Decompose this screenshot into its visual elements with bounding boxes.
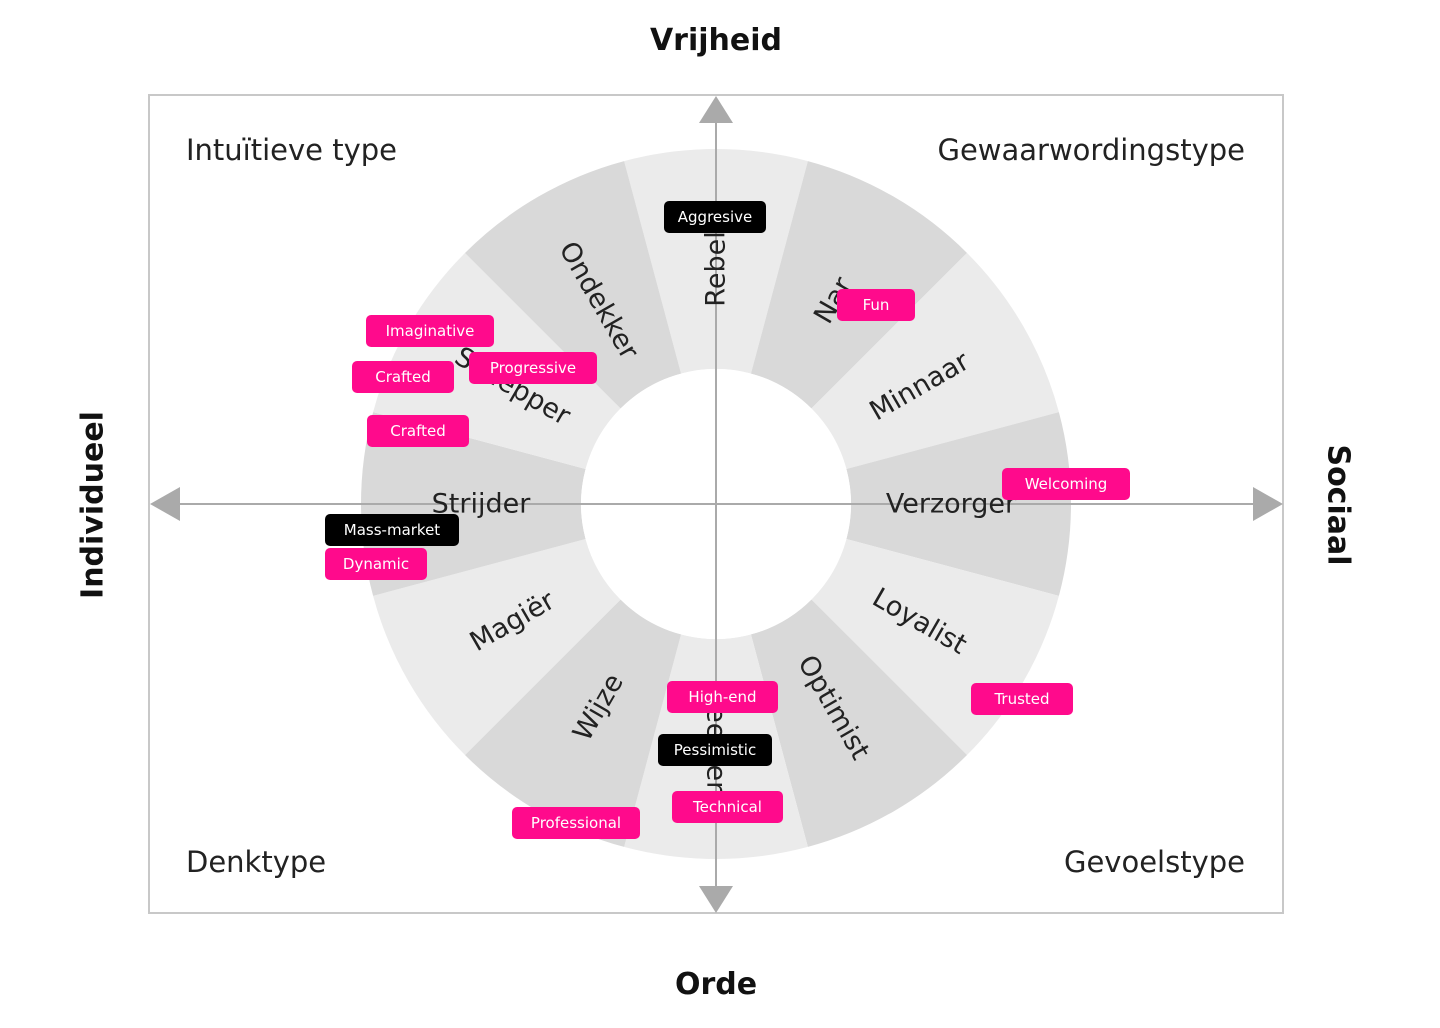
arrow-left-icon (150, 487, 180, 521)
tag-dynamic[interactable]: Dynamic (325, 548, 427, 580)
wheel-segment-8 (464, 599, 682, 847)
quadrant-label-top-right: Gewaarwordingstype (937, 133, 1245, 167)
quadrant-label-top-left: Intuïtieve type (186, 133, 397, 167)
arrow-down-icon (699, 886, 733, 913)
tag-welcoming[interactable]: Welcoming (1002, 468, 1130, 500)
tag-technical[interactable]: Technical (672, 791, 783, 823)
tag-crafted[interactable]: Crafted (367, 415, 469, 447)
wheel-segment-label: Rebel (701, 231, 732, 306)
tag-mass-market[interactable]: Mass-market (325, 514, 459, 546)
tag-high-end[interactable]: High-end (667, 681, 778, 713)
quadrant-label-bottom-left: Denktype (186, 845, 326, 879)
tag-trusted[interactable]: Trusted (971, 683, 1073, 715)
axis-title-left: Individueel (76, 411, 111, 599)
tag-imaginative[interactable]: Imaginative (366, 315, 494, 347)
arrow-up-icon (699, 96, 733, 123)
tag-crafted[interactable]: Crafted (352, 361, 454, 393)
arrow-right-icon (1253, 487, 1283, 521)
quadrant-label-bottom-right: Gevoelstype (1064, 845, 1245, 879)
wheel-segment-12 (464, 161, 682, 409)
tag-pessimistic[interactable]: Pessimistic (658, 734, 772, 766)
axis-title-top: Vrijheid (650, 23, 782, 58)
wheel-segment-3 (811, 252, 1059, 470)
axis-title-right: Sociaal (1321, 444, 1356, 565)
wheel-segment-9 (373, 538, 621, 756)
tag-fun[interactable]: Fun (837, 289, 915, 321)
wheel-segment-2 (750, 161, 968, 409)
tag-aggresive[interactable]: Aggresive (664, 201, 766, 233)
tag-professional[interactable]: Professional (512, 807, 640, 839)
tag-progressive[interactable]: Progressive (469, 352, 597, 384)
axis-title-bottom: Orde (675, 967, 757, 1002)
wheel-segment-6 (750, 599, 968, 847)
wheel-segment-label: Verzorger (886, 489, 1017, 520)
